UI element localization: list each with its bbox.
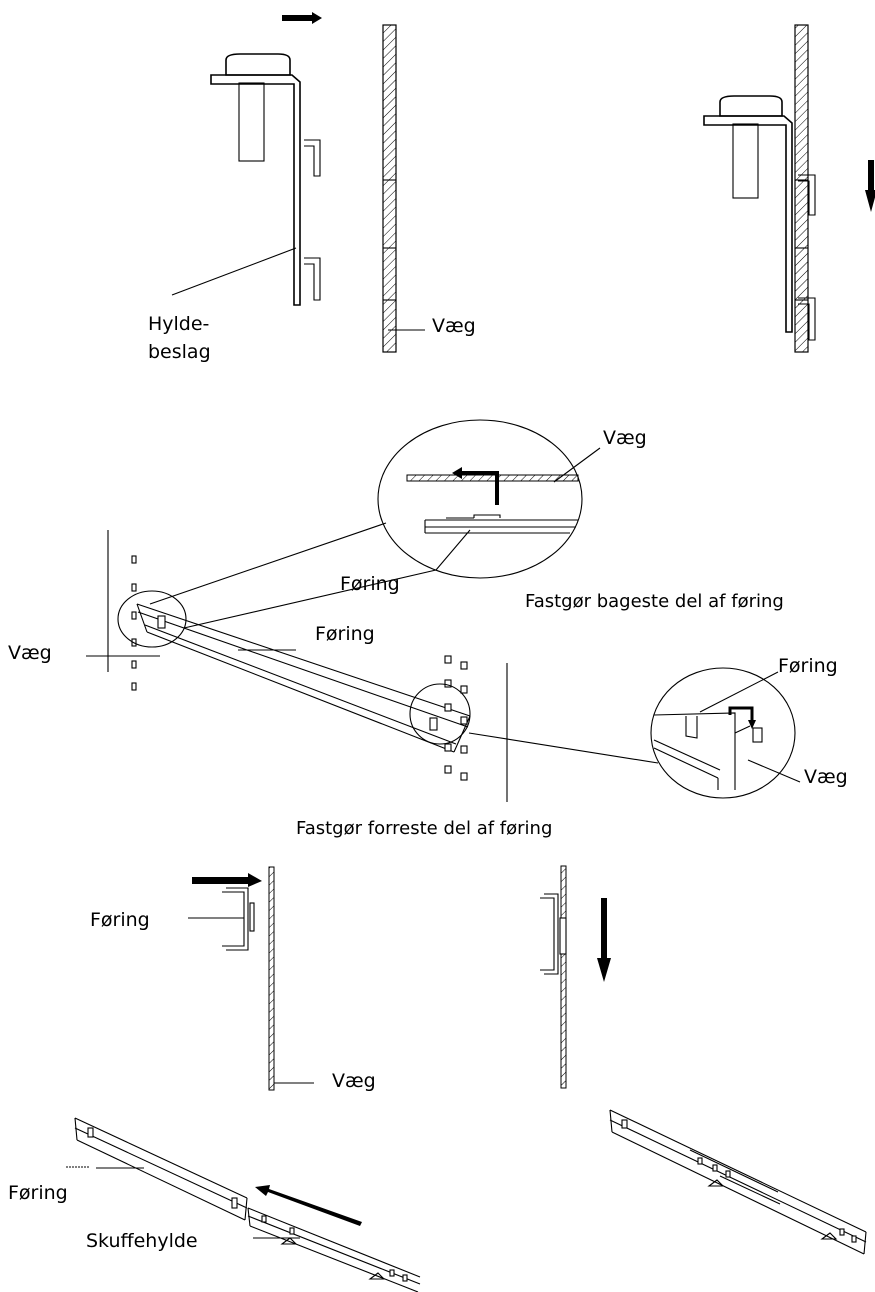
label-skuffehylde: Skuffehylde — [86, 1230, 198, 1252]
direction-arrow-down — [865, 160, 875, 212]
wall-slots-right — [444, 655, 468, 781]
direction-arrow-down-2 — [597, 898, 611, 982]
rail-foring-bottom — [74, 1117, 248, 1221]
rail-foring — [136, 603, 471, 753]
label-hyldebeslag-1: Hylde- — [148, 313, 209, 335]
direction-arrow-upleft — [255, 1185, 362, 1226]
rail-profile-step-hooked — [540, 865, 611, 1089]
label-vaeg-profile: Væg — [332, 1070, 376, 1092]
direction-arrow-right-2 — [192, 873, 262, 887]
label-vaeg-detail-top: Væg — [603, 427, 647, 449]
detail-circle-front: Føring Væg — [650, 655, 848, 799]
label-vaeg-detail-front: Væg — [804, 766, 848, 788]
label-foring-detail-front: Føring — [778, 655, 838, 677]
label-foring-rail: Føring — [315, 623, 375, 645]
shelf-bracket — [210, 53, 321, 306]
label-foring-bottom: Føring — [8, 1182, 68, 1204]
label-foring-detail-top: Føring — [340, 573, 400, 595]
skuffehylde-slide — [247, 1207, 421, 1292]
drawer-slide-step-insert: Føring Skuffehylde — [8, 1117, 421, 1292]
wall-section-hatched-right — [794, 24, 809, 353]
label-vaeg-left: Væg — [8, 642, 52, 664]
label-vaeg-top: Væg — [432, 315, 476, 337]
label-foring-profile: Føring — [90, 909, 150, 931]
drawer-slide-assembled — [609, 1109, 867, 1255]
caption-back: Fastgør bageste del af føring — [525, 591, 784, 612]
wall-slots-left — [131, 555, 137, 691]
rail-profile-step-insert: Føring Væg — [90, 866, 376, 1092]
bracket-step-insert: Hylde- beslag Væg — [148, 12, 476, 363]
detail-circle-back: Væg Føring — [340, 419, 647, 595]
wall-section-hatched — [382, 24, 397, 353]
label-hyldebeslag-2: beslag — [148, 341, 211, 363]
shelf-bracket-hooked — [703, 95, 816, 341]
direction-arrow-right — [282, 12, 322, 24]
bracket-step-hooked — [703, 24, 875, 353]
rail-mounting-view: Væg Føring — [8, 530, 659, 802]
caption-front: Fastgør forreste del af føring — [296, 818, 552, 839]
